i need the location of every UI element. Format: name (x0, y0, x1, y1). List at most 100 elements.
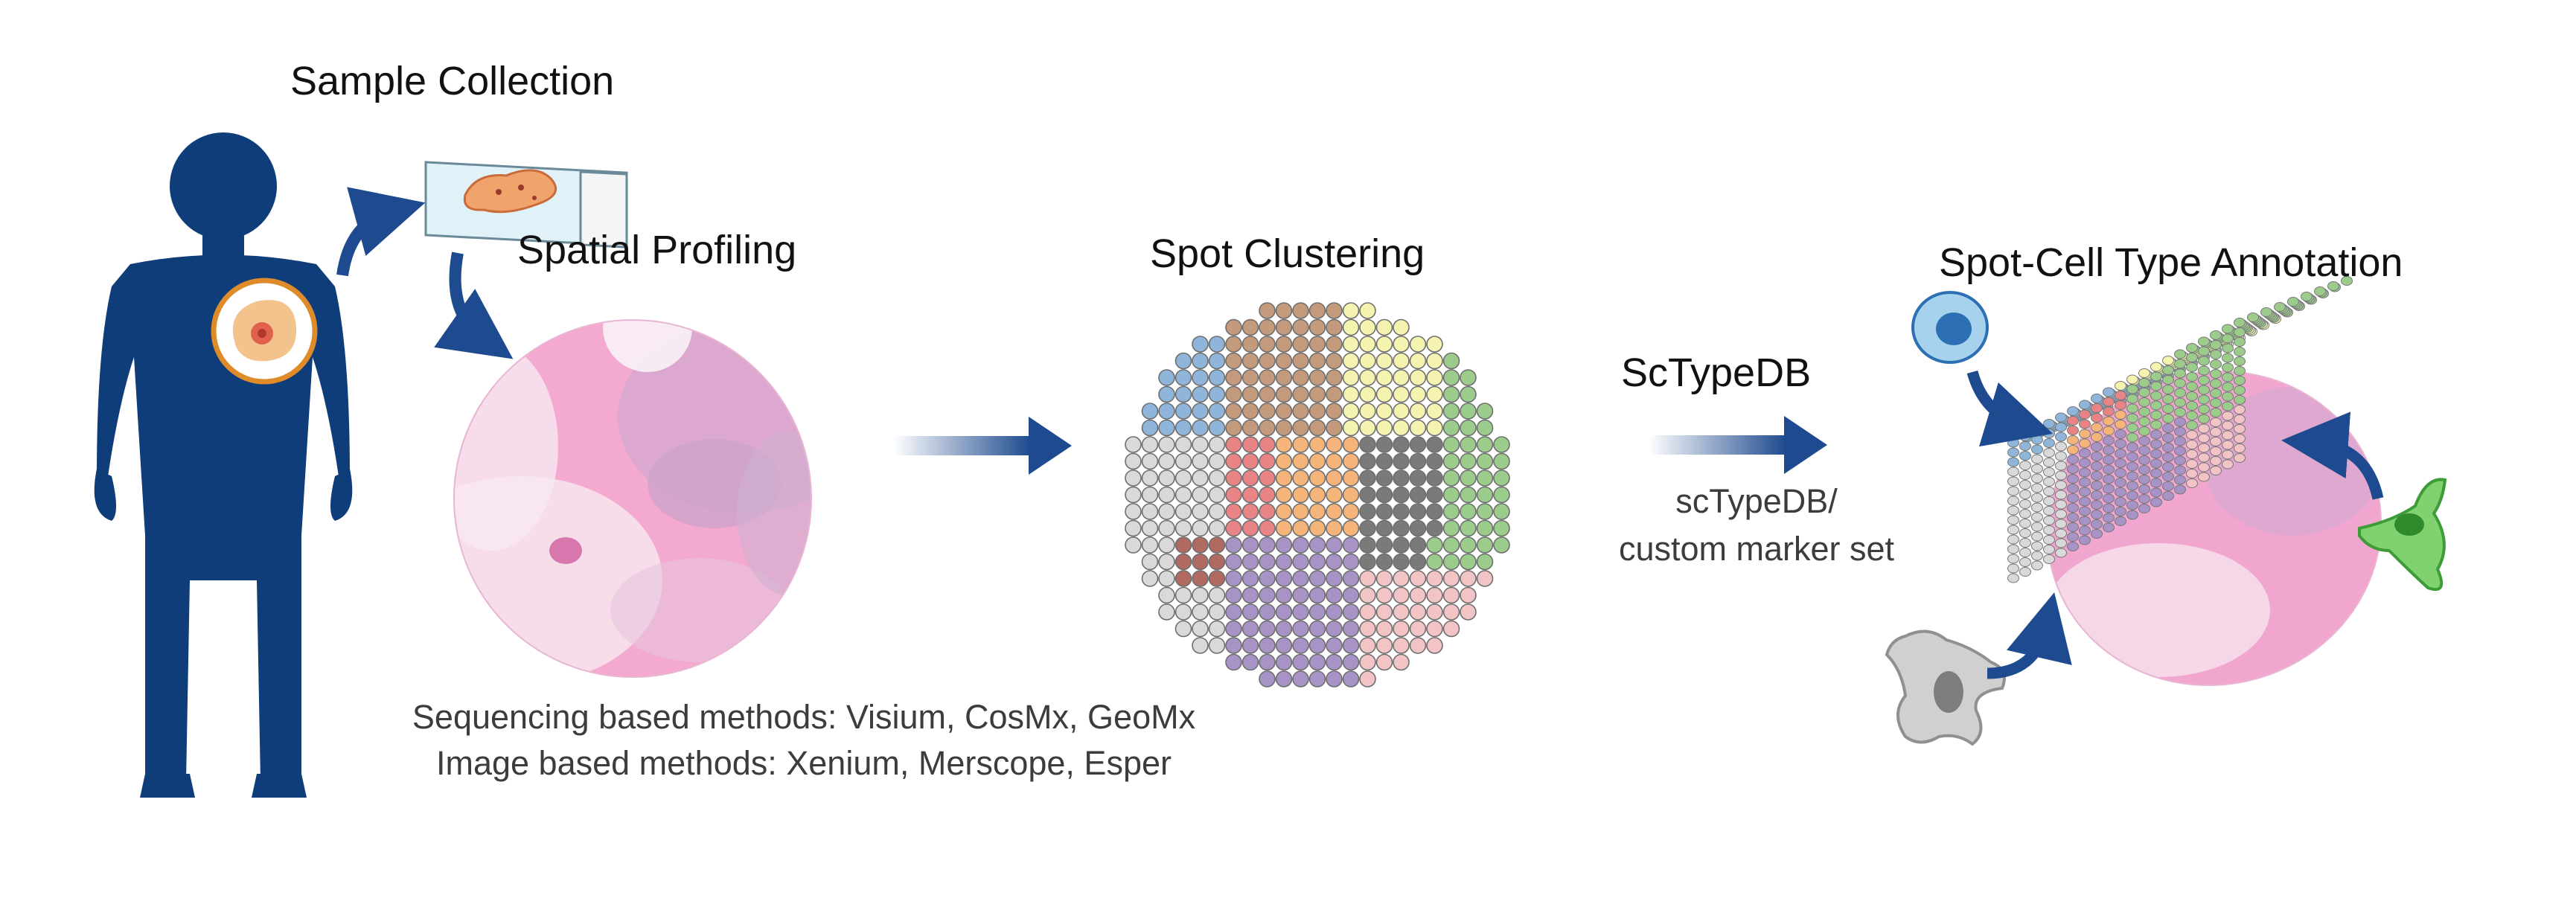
cluster-spot (1241, 620, 1259, 638)
annotation-spot (2103, 426, 2115, 436)
annotation-spot (2091, 519, 2103, 529)
cluster-spot (1359, 486, 1376, 504)
cluster-spot (1192, 486, 1209, 504)
cluster-spot (1292, 637, 1309, 654)
cluster-spot (1375, 486, 1393, 504)
annotation-spot (2198, 423, 2210, 434)
cluster-spot (1292, 452, 1309, 470)
annotation-spot (2186, 372, 2198, 382)
annotation-spot (2186, 459, 2198, 469)
marker-set-line2: custom marker set (1618, 530, 1895, 568)
cluster-spot (1192, 436, 1209, 453)
annotation-spot (2126, 374, 2138, 385)
cluster-spot (1225, 436, 1242, 453)
annotation-spot (2055, 432, 2067, 442)
cluster-spot (1476, 553, 1494, 571)
sample-collection-label: Sample Collection (290, 59, 615, 103)
cluster-spot (1259, 653, 1276, 671)
cluster-spot (1292, 302, 1309, 319)
cluster-spot (1393, 536, 1410, 554)
cluster-spot (1476, 452, 1494, 470)
cluster-spot (1409, 637, 1427, 654)
annotation-spot (2198, 356, 2210, 366)
annotation-spot (2260, 307, 2272, 317)
annotation-spot (2186, 478, 2198, 488)
human-body-icon (94, 132, 353, 798)
annotation-spot (2186, 382, 2198, 391)
annotation-spot (2174, 465, 2186, 475)
annotation-spot (2198, 433, 2210, 443)
cluster-spot (1342, 369, 1360, 386)
cluster-spot (1326, 352, 1343, 370)
cluster-spot (1125, 436, 1142, 453)
annotation-spot (2019, 480, 2031, 490)
cluster-spot (1141, 570, 1159, 587)
annotation-spot (2162, 433, 2174, 443)
curved-arrow-icon (1966, 370, 2054, 447)
annotation-spot (2222, 324, 2234, 334)
annotation-spot (2115, 497, 2126, 507)
cluster-spot (1308, 603, 1326, 621)
cluster-spot (1426, 503, 1443, 520)
cluster-spot (1393, 336, 1410, 353)
cluster-spot (1275, 570, 1293, 587)
cluster-spot (1409, 369, 1427, 386)
annotation-spot (2019, 441, 2031, 451)
cluster-spot (1275, 403, 1293, 420)
cluster-spot (1326, 637, 1343, 654)
annotation-spot (2222, 411, 2234, 421)
gradient-arrow-icon (1649, 416, 1827, 474)
cluster-spot (1259, 302, 1276, 319)
annotation-spot (2091, 481, 2103, 490)
annotation-spot (2031, 522, 2043, 532)
cluster-spot (1426, 436, 1443, 453)
cluster-spot (1174, 570, 1192, 587)
cluster-spot (1158, 536, 1175, 554)
annotation-spot (2019, 567, 2031, 577)
annotation-spot (2103, 416, 2115, 426)
annotation-spot (2031, 512, 2043, 522)
cluster-spot (1141, 553, 1159, 571)
annotation-spot (2162, 443, 2174, 452)
cluster-spot (1442, 419, 1460, 437)
cluster-spot (1192, 452, 1209, 470)
cluster-spot (1409, 436, 1427, 453)
cluster-spot (1158, 369, 1175, 386)
annotation-spot (2115, 420, 2126, 429)
annotation-spot (2198, 336, 2210, 347)
annotation-spot (2067, 435, 2079, 445)
annotation-spot (2007, 486, 2019, 496)
cluster-spot (1259, 586, 1276, 604)
annotation-spot (2198, 375, 2210, 385)
annotation-spot (2138, 494, 2150, 504)
cluster-spot (1326, 452, 1343, 470)
annotation-spot (2079, 429, 2091, 439)
annotation-spot (2115, 410, 2126, 420)
cluster-spot (1208, 603, 1226, 621)
annotation-spot (2043, 467, 2055, 477)
cluster-spot (1460, 603, 1477, 621)
cluster-spot (1308, 336, 1326, 353)
cluster-spot (1442, 436, 1460, 453)
annotation-spot (2210, 330, 2222, 340)
cluster-spot (1275, 419, 1293, 437)
cluster-spot (1259, 637, 1276, 654)
cluster-spot (1426, 586, 1443, 604)
cluster-spot (1141, 469, 1159, 487)
cluster-spot (1460, 369, 1477, 386)
sctypedb-label: ScTypeDB (1621, 350, 1812, 395)
cluster-spot (1275, 503, 1293, 520)
cluster-spot (1359, 452, 1376, 470)
cluster-spot (1476, 419, 1494, 437)
annotation-spot (2162, 356, 2174, 365)
cluster-spot (1426, 486, 1443, 504)
annotation-spot (2126, 423, 2138, 433)
cluster-spot (1393, 403, 1410, 420)
cluster-spot (1359, 369, 1376, 386)
annotation-spot (2007, 467, 2019, 477)
annotation-spot (2162, 394, 2174, 404)
cluster-spot (1225, 570, 1242, 587)
cluster-spot (1275, 336, 1293, 353)
cluster-spot (1359, 503, 1376, 520)
